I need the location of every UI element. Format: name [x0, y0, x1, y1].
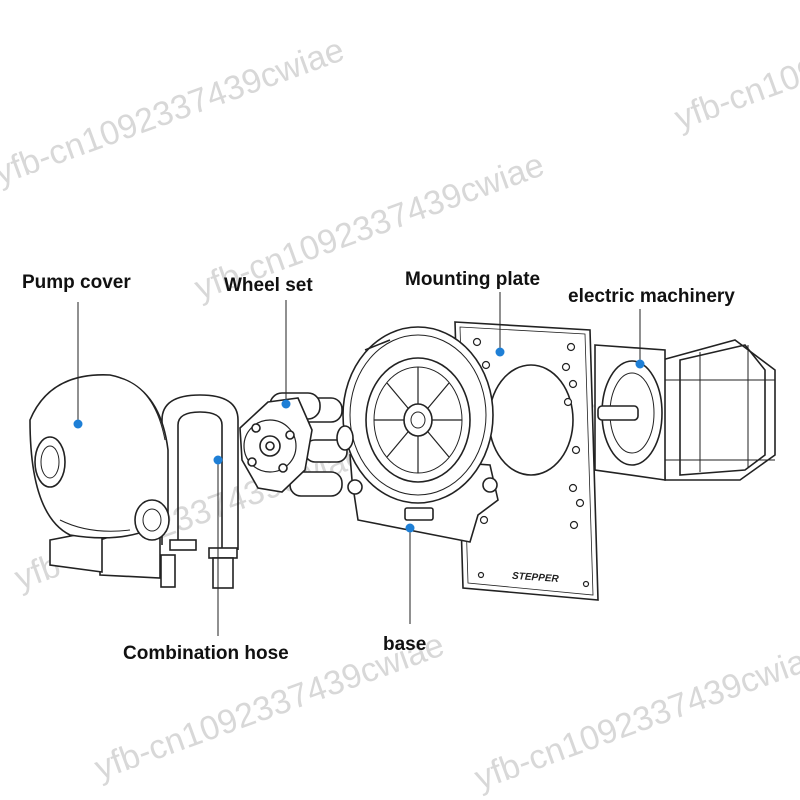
leader-dot: [405, 523, 415, 533]
watermark: yfb-cn1092337439cwiae: [670, 0, 800, 138]
label-base: base: [383, 634, 427, 655]
plate-marking: STEPPER: [512, 571, 560, 585]
motor-drawing: [594, 339, 776, 481]
leader-lines: [77, 292, 641, 636]
label-combination-hose: Combination hose: [123, 643, 289, 664]
leader-dots: [73, 347, 645, 533]
label-wheel-set: Wheel set: [224, 275, 313, 296]
leader-dot: [495, 347, 505, 357]
leader-dot: [281, 399, 291, 409]
label-electric-machinery: electric machinery: [568, 286, 735, 307]
leader-dot: [635, 359, 645, 369]
watermark: yfb-cn1092337439cwiae: [470, 636, 800, 798]
watermark: yfb-cn1092337439cwiae: [0, 31, 349, 193]
leader-dot: [73, 419, 83, 429]
pump-cover-drawing: [29, 374, 170, 579]
label-pump-cover: Pump cover: [22, 272, 131, 293]
label-mounting-plate: Mounting plate: [405, 269, 541, 290]
base-drawing: [342, 326, 499, 543]
leader-dot: [213, 455, 223, 465]
wheel-set-drawing: [239, 392, 354, 497]
